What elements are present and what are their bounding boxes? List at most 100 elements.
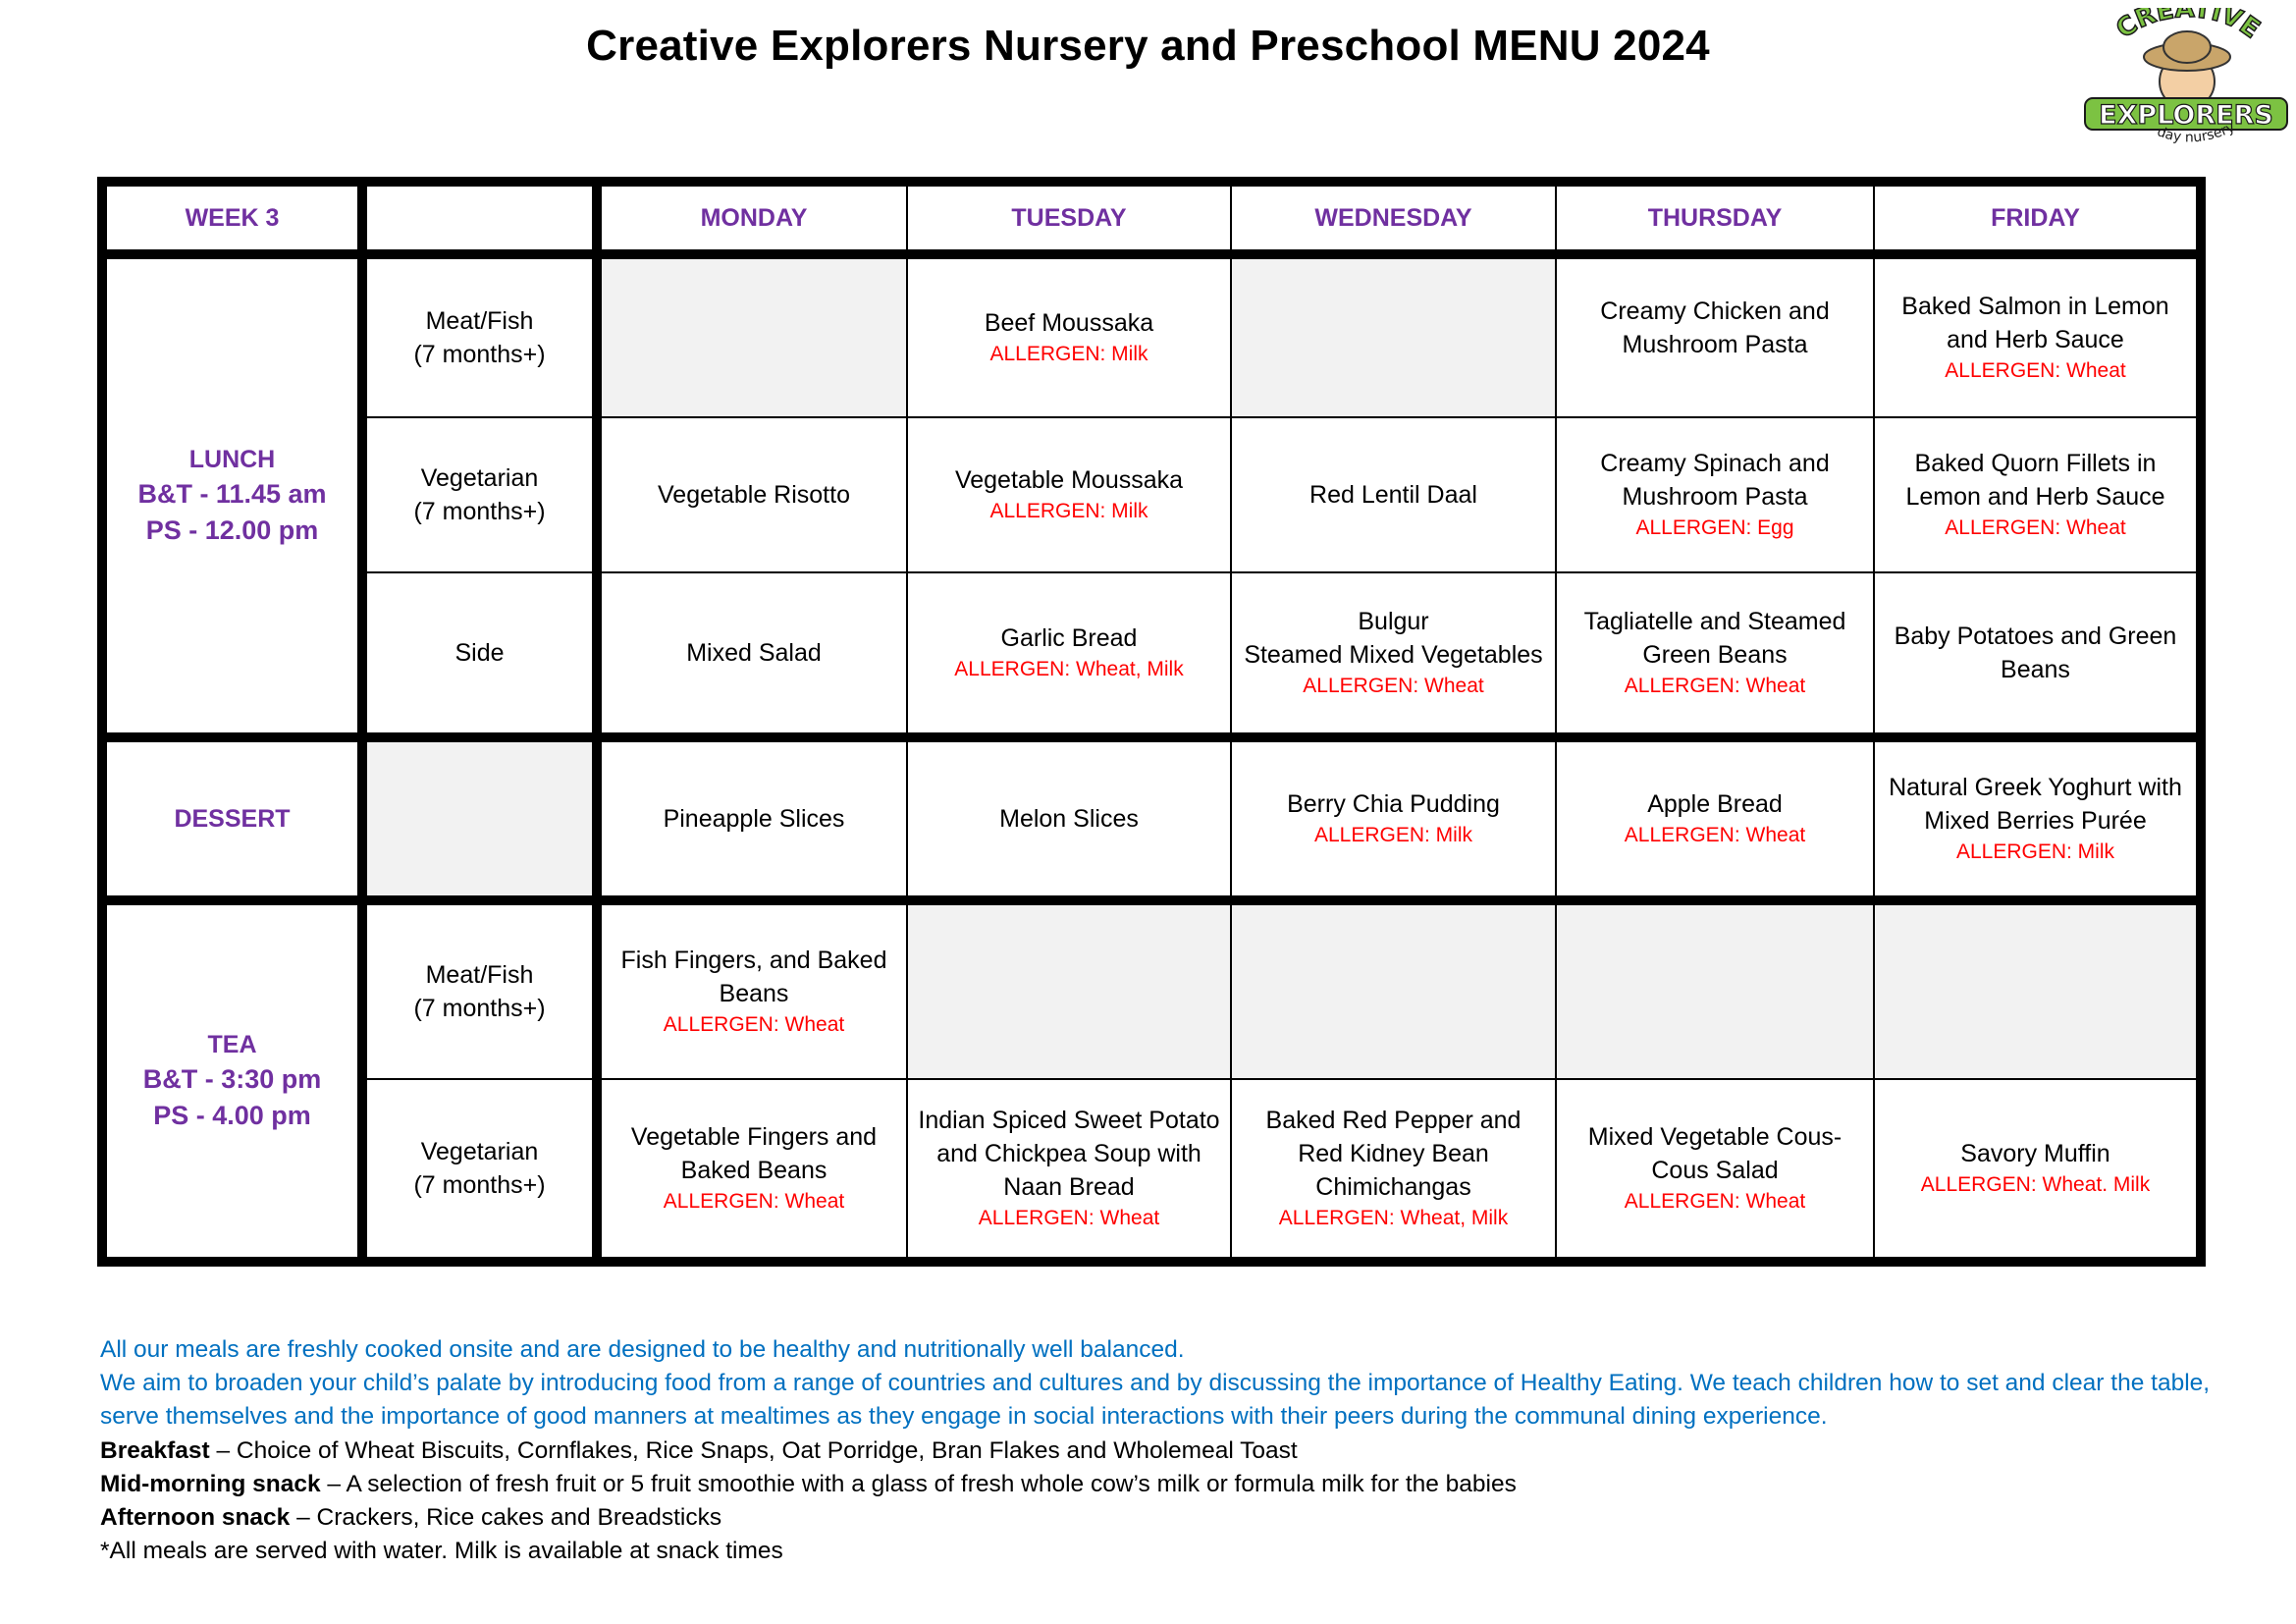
category-label: Vegetarian xyxy=(420,464,539,492)
dish-name: Pineapple Slices xyxy=(663,805,845,833)
notes-palate: We aim to broaden your child’s palate by… xyxy=(100,1370,2211,1431)
allergen-note: ALLERGEN: Wheat xyxy=(1945,516,2126,539)
spacer xyxy=(1567,361,1863,381)
menu-cell: Red Lentil Daal xyxy=(1230,416,1557,573)
menu-cell: Berry Chia Pudding ALLERGEN: Milk xyxy=(1230,736,1557,905)
menu-cell-empty xyxy=(1230,253,1557,418)
tea-time-bt: B&T - 3:30 pm xyxy=(142,1064,322,1094)
allergen-note: ALLERGEN: Wheat xyxy=(1624,824,1806,846)
dessert-row: DESSERT Pineapple Slices Melon Slices Be… xyxy=(97,736,2206,905)
category-header xyxy=(361,177,602,259)
menu-cell: Beef Moussaka ALLERGEN: Milk xyxy=(906,253,1232,418)
menu-cell: Tagliatelle and Steamed Green Beans ALLE… xyxy=(1555,571,1875,742)
creative-explorers-logo: CREATIVE EXPLORERS day nursery xyxy=(2084,8,2288,145)
menu-cell-empty xyxy=(1873,899,2206,1080)
dessert-label: DESSERT xyxy=(97,736,367,905)
lunch-side-row: Side Mixed Salad Garlic Bread ALLERGEN: … xyxy=(102,571,2206,742)
allergen-note: ALLERGEN: Wheat xyxy=(1945,359,2126,382)
dish-name: Berry Chia Pudding xyxy=(1287,790,1500,818)
dish-name: Mixed Vegetable Cous-Cous Salad xyxy=(1587,1123,1842,1184)
menu-cell: Apple Bread ALLERGEN: Wheat xyxy=(1555,736,1875,905)
menu-notes: All our meals are freshly cooked onsite … xyxy=(100,1333,2211,1568)
dish-name: Baked Salmon in Lemon and Herb Sauce xyxy=(1901,293,2169,353)
menu-cell: Savory Muffin ALLERGEN: Wheat. Milk xyxy=(1873,1078,2206,1267)
menu-table: WEEK 3 MONDAY TUESDAY WEDNESDAY THURSDAY… xyxy=(97,177,2206,1267)
dish-name: Fish Fingers, and Baked Beans xyxy=(620,947,887,1007)
lunch-time-bt: B&T - 11.45 am xyxy=(137,479,327,509)
week-label: WEEK 3 xyxy=(97,177,367,259)
menu-cell-empty xyxy=(596,253,908,418)
dish-name: Apple Bread xyxy=(1647,790,1783,818)
menu-cell: Fish Fingers, and Baked Beans ALLERGEN: … xyxy=(596,899,908,1080)
allergen-note: ALLERGEN: Wheat xyxy=(1624,1190,1806,1213)
age-label: (7 months+) xyxy=(413,341,546,368)
menu-cell: Mixed Vegetable Cous-Cous Salad ALLERGEN… xyxy=(1555,1078,1875,1267)
midmorning-text: – A selection of fresh fruit or 5 fruit … xyxy=(320,1470,1517,1497)
allergen-note: ALLERGEN: Wheat. Milk xyxy=(1920,1173,2151,1196)
allergen-note: ALLERGEN: Wheat xyxy=(663,1190,845,1213)
menu-cell: Creamy Spinach and Mushroom Pasta ALLERG… xyxy=(1555,416,1875,573)
allergen-note: ALLERGEN: Wheat, Milk xyxy=(1278,1207,1509,1229)
dish-name: Vegetable Moussaka xyxy=(954,466,1184,494)
menu-cell: Indian Spiced Sweet Potato and Chickpea … xyxy=(906,1078,1232,1267)
notes-intro: All our meals are freshly cooked onsite … xyxy=(100,1336,1185,1363)
menu-cell: Creamy Chicken and Mushroom Pasta xyxy=(1555,253,1875,418)
menu-cell: Mixed Salad xyxy=(596,571,908,742)
svg-text:EXPLORERS: EXPLORERS xyxy=(2099,100,2273,131)
menu-cell: Melon Slices xyxy=(906,736,1232,905)
afternoon-text: – Crackers, Rice cakes and Breadsticks xyxy=(290,1504,722,1532)
dish-name: Natural Greek Yoghurt with Mixed Berries… xyxy=(1889,774,2182,835)
day-header-friday: FRIDAY xyxy=(1873,177,2206,259)
dish-name: Mixed Salad xyxy=(686,639,822,667)
dish-name: Vegetable Fingers and Baked Beans xyxy=(630,1123,878,1184)
dish-name: Beef Moussaka xyxy=(984,309,1154,337)
menu-cell: Baked Salmon in Lemon and Herb Sauce ALL… xyxy=(1873,253,2206,418)
menu-cell-empty xyxy=(1230,899,1557,1080)
tea-time-ps: PS - 4.00 pm xyxy=(153,1101,311,1130)
afternoon-note: Afternoon snack – Crackers, Rice cakes a… xyxy=(100,1501,2211,1535)
dish-name: Melon Slices xyxy=(999,805,1139,833)
header-row: WEEK 3 MONDAY TUESDAY WEDNESDAY THURSDAY… xyxy=(97,177,2206,259)
category-label: Vegetarian xyxy=(420,1138,539,1165)
dish-name: Tagliatelle and Steamed Green Beans xyxy=(1583,608,1846,669)
lunch-vegetarian-row: Vegetarian (7 months+) Vegetable Risotto… xyxy=(102,416,2206,573)
tea-label: TEA xyxy=(207,1031,257,1058)
tea-vegetarian-row: Vegetarian (7 months+) Vegetable Fingers… xyxy=(102,1078,2206,1267)
category-cell: Meat/Fish (7 months+) xyxy=(361,899,602,1080)
tea-meat-row: TEA B&T - 3:30 pm PS - 4.00 pm Meat/Fish… xyxy=(97,899,2206,1267)
tea-label-cell: TEA B&T - 3:30 pm PS - 4.00 pm xyxy=(97,899,367,1267)
menu-cell: Vegetable Fingers and Baked Beans ALLERG… xyxy=(596,1078,908,1267)
allergen-note: ALLERGEN: Egg xyxy=(1635,516,1794,539)
age-label: (7 months+) xyxy=(413,995,546,1022)
category-label: Side xyxy=(454,639,505,667)
day-header-wednesday: WEDNESDAY xyxy=(1230,177,1557,259)
category-label: Meat/Fish xyxy=(425,961,534,989)
menu-cell: Natural Greek Yoghurt with Mixed Berries… xyxy=(1873,736,2206,905)
category-cell: Vegetarian (7 months+) xyxy=(361,416,602,573)
menu-cell: Baked Quorn Fillets in Lemon and Herb Sa… xyxy=(1873,416,2206,573)
menu-cell: Garlic Bread ALLERGEN: Wheat, Milk xyxy=(906,571,1232,742)
category-cell-empty xyxy=(361,736,602,905)
dish-name: Vegetable Risotto xyxy=(658,481,850,509)
dish-name: Baked Red Pepper and Red Kidney Bean Chi… xyxy=(1265,1107,1522,1201)
dish-name: Baked Quorn Fillets in Lemon and Herb Sa… xyxy=(1905,450,2165,511)
dish-name: Red Lentil Daal xyxy=(1309,481,1477,509)
dish-name: Creamy Spinach and Mushroom Pasta xyxy=(1600,450,1830,511)
dish-name: Garlic Bread xyxy=(1000,624,1138,652)
allergen-note: ALLERGEN: Wheat, Milk xyxy=(954,658,1184,680)
allergen-note: ALLERGEN: Wheat xyxy=(1624,675,1806,697)
allergen-note: ALLERGEN: Wheat xyxy=(663,1013,845,1036)
allergen-note: ALLERGEN: Milk xyxy=(989,500,1148,522)
category-label: Meat/Fish xyxy=(425,307,534,335)
page-title: Creative Explorers Nursery and Preschool… xyxy=(586,22,1710,70)
day-header-monday: MONDAY xyxy=(596,177,908,259)
menu-cell: Baby Potatoes and Green Beans xyxy=(1873,571,2206,742)
allergen-note: ALLERGEN: Milk xyxy=(1955,840,2115,863)
breakfast-note: Breakfast – Choice of Wheat Biscuits, Co… xyxy=(100,1435,2211,1468)
allergen-note: ALLERGEN: Wheat xyxy=(978,1207,1160,1229)
menu-cell: Vegetable Risotto xyxy=(596,416,908,573)
lunch-meat-row: LUNCH B&T - 11.45 am PS - 12.00 pm Meat/… xyxy=(97,253,2206,742)
menu-cell-empty xyxy=(906,899,1232,1080)
menu-cell-empty xyxy=(1555,899,1875,1080)
breakfast-text: – Choice of Wheat Biscuits, Cornflakes, … xyxy=(209,1436,1298,1464)
